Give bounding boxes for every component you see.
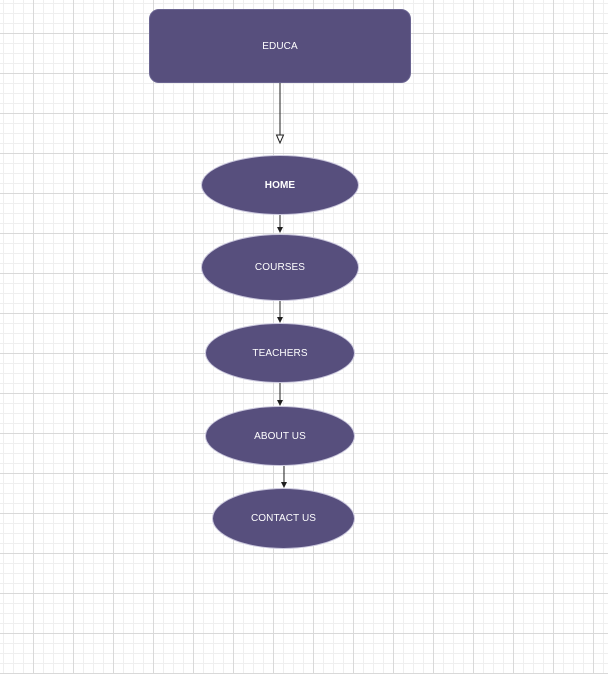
edge-about-contact[interactable] [281,466,287,488]
node-contact[interactable]: CONTACT US [212,488,355,549]
node-home-label: HOME [264,179,296,191]
edge-educa-home[interactable] [275,83,285,145]
node-courses[interactable]: COURSES [201,234,359,301]
node-about[interactable]: ABOUT US [205,406,355,466]
edge-home-courses[interactable] [277,214,283,233]
node-courses-label: COURSES [254,262,306,273]
edge-teachers-about[interactable] [277,383,283,406]
node-teachers[interactable]: TEACHERS [205,323,355,383]
node-about-label: ABOUT US [254,430,306,442]
edge-courses-teachers[interactable] [277,300,283,323]
node-educa-label: EDUCA [262,40,298,52]
node-educa[interactable]: EDUCA [149,9,411,83]
node-contact-label: CONTACT US [250,513,317,524]
node-home[interactable]: HOME [201,155,359,215]
node-teachers-label: TEACHERS [252,347,308,359]
